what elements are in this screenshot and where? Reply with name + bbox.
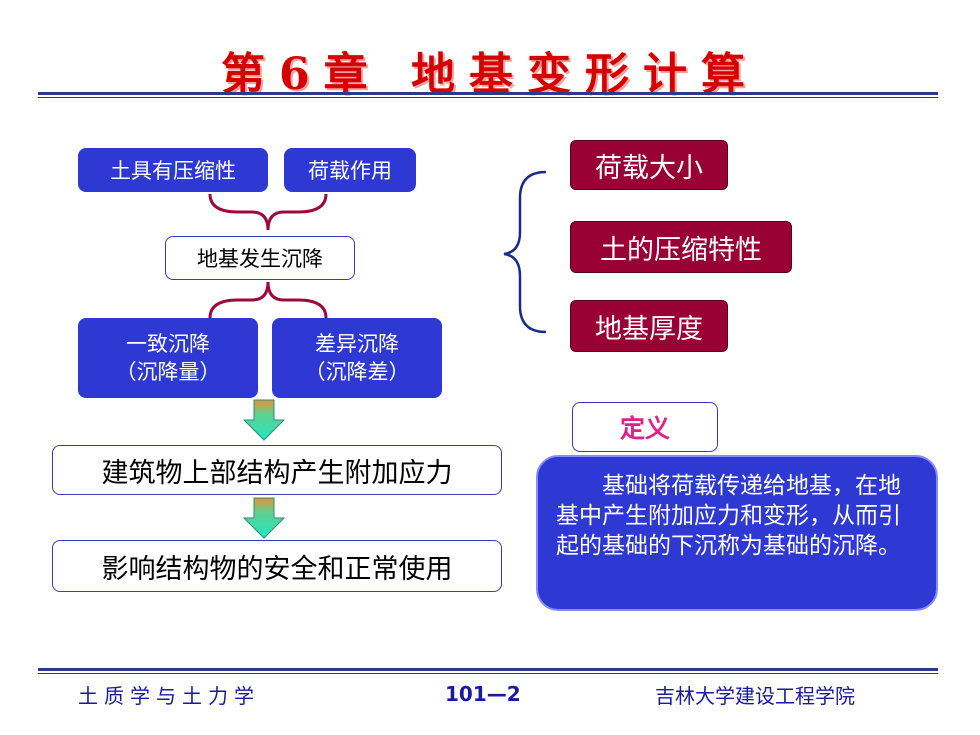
uniform-settlement-title: 一致沉降 — [126, 332, 210, 356]
header-rule — [38, 92, 938, 95]
factor-thickness: 地基厚度 — [570, 300, 728, 352]
footer-course: 土质学与土力学 — [78, 684, 260, 708]
additional-stress-box: 建筑物上部结构产生附加应力 — [52, 445, 502, 495]
definition-box: 基础将荷载传递给地基，在地基中产生附加应力和变形，从而引起的基础的下沉称为基础的… — [536, 455, 938, 611]
footer-rule-thin — [38, 673, 938, 674]
definition-label: 定义 — [572, 402, 718, 452]
differential-settlement: 差异沉降 （沉降差） — [272, 318, 442, 398]
definition-text: 基础将荷载传递给地基，在地基中产生附加应力和变形，从而引起的基础的下沉称为基础的… — [556, 473, 901, 559]
footer-rule — [38, 668, 938, 671]
slide-title: 第6章 地基变形计算 — [221, 49, 759, 100]
cause-load: 荷载作用 — [284, 148, 416, 192]
footer-school: 吉林大学建设工程学院 — [655, 684, 855, 708]
safety-impact-box: 影响结构物的安全和正常使用 — [52, 540, 502, 592]
result-settlement: 地基发生沉降 — [165, 236, 355, 280]
factor-compressibility: 土的压缩特性 — [570, 221, 792, 273]
uniform-settlement: 一致沉降 （沉降量） — [78, 318, 258, 398]
lower-brace — [208, 281, 328, 319]
uniform-settlement-note: （沉降量） — [115, 360, 221, 384]
factors-bracket — [503, 170, 547, 334]
down-arrow-1 — [242, 399, 286, 441]
footer-page-number: 101—2 — [445, 682, 521, 706]
header-rule-thin — [38, 97, 938, 98]
cause-compressibility: 土具有压缩性 — [78, 148, 268, 192]
factor-load-size: 荷载大小 — [570, 140, 728, 190]
down-arrow-2 — [242, 497, 286, 539]
differential-settlement-note: （沉降差） — [304, 360, 410, 384]
differential-settlement-title: 差异沉降 — [315, 332, 399, 356]
upper-brace — [208, 193, 328, 231]
